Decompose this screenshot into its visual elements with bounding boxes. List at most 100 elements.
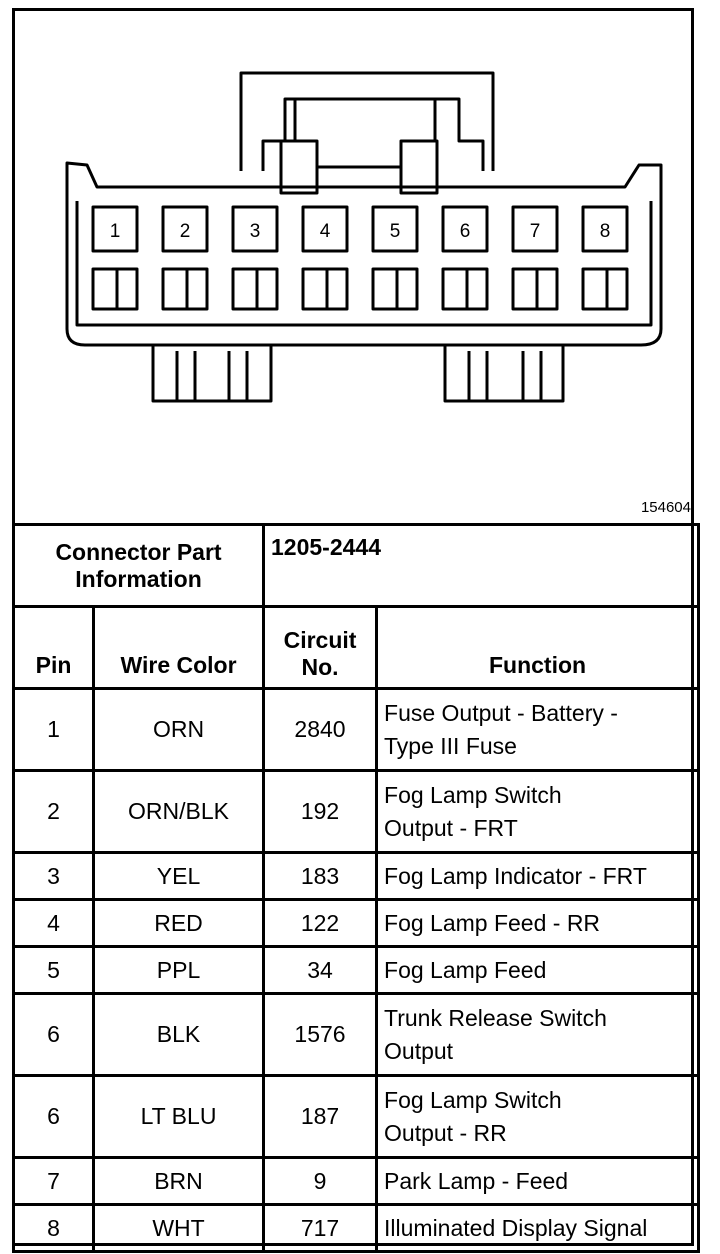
part-info-label-line: Connector Part bbox=[55, 538, 222, 565]
pin-label: 7 bbox=[530, 221, 541, 242]
cell-pin: 5 bbox=[12, 945, 95, 995]
cell-function-line: Fog Lamp Switch bbox=[384, 781, 562, 808]
pin-label-box bbox=[511, 205, 559, 253]
cell-function-line: Output - RR bbox=[384, 1119, 507, 1146]
cell-function: Fuse Output - Battery - Type III Fuse bbox=[375, 687, 701, 772]
cell-wire-color: BLK bbox=[91, 992, 266, 1077]
cell-pin: 6 bbox=[12, 1074, 95, 1159]
pin-label: 2 bbox=[180, 221, 191, 242]
cell-circuit: 9 bbox=[262, 1156, 379, 1206]
connector-diagram: 1 2 3 4 5 6 7 8 154604 bbox=[15, 11, 697, 527]
pin-cavity bbox=[581, 267, 629, 311]
cell-circuit: 34 bbox=[262, 945, 379, 995]
pin-label: 5 bbox=[390, 221, 401, 242]
cell-function-line: Fog Lamp Indicator - FRT bbox=[384, 862, 647, 889]
cell-function-line: Park Lamp - Feed bbox=[384, 1167, 569, 1194]
cell-function-line: Illuminated Display Signal bbox=[384, 1214, 648, 1241]
cell-pin: 8 bbox=[12, 1203, 95, 1253]
cell-function-line: Fog Lamp Feed - RR bbox=[384, 909, 601, 936]
cell-wire-color: LT BLU bbox=[91, 1074, 266, 1159]
cell-function-line: Output - FRT bbox=[384, 814, 518, 841]
pin-cavities: 1 2 3 4 5 6 7 8 bbox=[91, 205, 629, 311]
pin-label: 6 bbox=[460, 221, 471, 242]
col-header-wire-color: Wire Color bbox=[91, 605, 266, 690]
cell-circuit: 122 bbox=[262, 898, 379, 948]
pin-cavity bbox=[301, 267, 349, 311]
cell-wire-color: RED bbox=[91, 898, 266, 948]
col-header-circuit-line: Circuit bbox=[283, 627, 357, 653]
pin-cavity bbox=[441, 267, 489, 311]
connector-body-inner bbox=[75, 201, 653, 327]
cell-circuit: 183 bbox=[262, 851, 379, 901]
pin-label-box bbox=[231, 205, 279, 253]
foot-right bbox=[443, 345, 565, 403]
part-number: 1205-2444 bbox=[262, 523, 701, 608]
cell-function: Illuminated Display Signal bbox=[375, 1203, 701, 1253]
pin-cavity bbox=[231, 267, 279, 311]
cell-function-line: Trunk Release Switch bbox=[384, 1004, 607, 1031]
cell-function: Park Lamp - Feed bbox=[375, 1156, 701, 1206]
foot-left bbox=[151, 345, 273, 403]
latch-post-left bbox=[279, 139, 319, 195]
pin-label-box bbox=[91, 205, 139, 253]
col-header-circuit-line: No. bbox=[301, 654, 339, 680]
pin-label-box bbox=[441, 205, 489, 253]
col-header-circuit: Circuit No. bbox=[262, 605, 379, 690]
pin-cavity bbox=[371, 267, 419, 311]
pin-label-box bbox=[161, 205, 209, 253]
part-info-row: Connector Part Information 1205-2444 bbox=[11, 523, 701, 608]
pin-cavity bbox=[91, 267, 139, 311]
cell-pin: 6 bbox=[12, 992, 95, 1077]
pin-label: 8 bbox=[600, 221, 611, 242]
cell-function-line: Type III Fuse bbox=[384, 732, 517, 759]
pin-label: 1 bbox=[110, 221, 121, 242]
cell-function-line: Output bbox=[384, 1037, 454, 1064]
cell-wire-color: BRN bbox=[91, 1156, 266, 1206]
cell-circuit: 1576 bbox=[262, 992, 379, 1077]
pin-label-box bbox=[581, 205, 629, 253]
cell-pin: 4 bbox=[12, 898, 95, 948]
connector-body bbox=[65, 161, 663, 347]
connector-drawing: 1 2 3 4 5 6 7 8 bbox=[65, 71, 663, 403]
cell-circuit: 187 bbox=[262, 1074, 379, 1159]
cell-circuit: 717 bbox=[262, 1203, 379, 1253]
cell-function: Fog Lamp Feed - RR bbox=[375, 898, 701, 948]
cell-function: Fog Lamp Indicator - FRT bbox=[375, 851, 701, 901]
cell-pin: 1 bbox=[12, 687, 95, 772]
pin-label-box bbox=[371, 205, 419, 253]
pin-label: 3 bbox=[250, 221, 261, 242]
cell-function-line: Fuse Output - Battery - bbox=[384, 699, 618, 726]
cell-pin: 7 bbox=[12, 1156, 95, 1206]
pin-cavity bbox=[511, 267, 559, 311]
latch-post-right bbox=[399, 139, 439, 195]
pin-label-box bbox=[301, 205, 349, 253]
col-header-function: Function bbox=[375, 605, 701, 690]
pin-cavity bbox=[161, 267, 209, 311]
pin-label: 4 bbox=[320, 221, 331, 242]
cell-pin: 2 bbox=[12, 769, 95, 854]
cell-circuit: 192 bbox=[262, 769, 379, 854]
col-header-pin: Pin bbox=[12, 605, 95, 690]
cell-pin: 3 bbox=[12, 851, 95, 901]
figure-number: 154604 bbox=[640, 499, 691, 516]
cell-wire-color: ORN/BLK bbox=[91, 769, 266, 854]
cell-wire-color: ORN bbox=[91, 687, 266, 772]
column-header-row: Pin Wire Color Circuit No. Function bbox=[12, 605, 701, 690]
cell-wire-color: WHT bbox=[91, 1203, 266, 1253]
connector-latch-inner bbox=[261, 97, 485, 171]
part-info-label-line: Information bbox=[75, 565, 202, 592]
